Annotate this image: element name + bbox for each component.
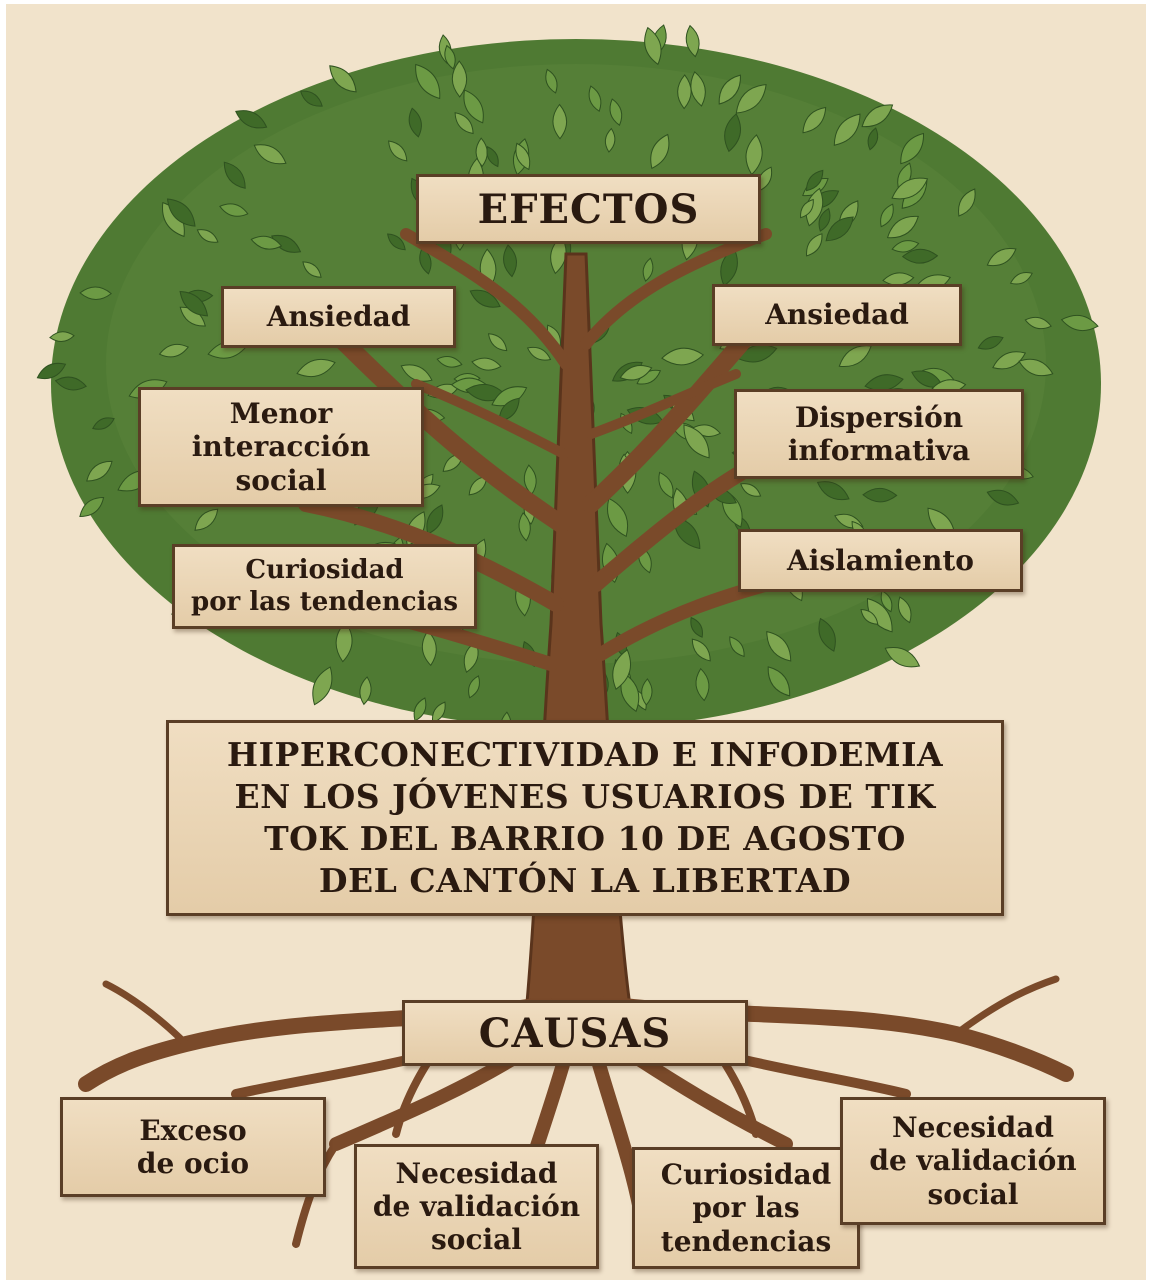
effect-box-3: Menor interacción social (138, 387, 424, 507)
cause-box-1: Exceso de ocio (60, 1097, 326, 1197)
effects-title: EFECTOS (416, 174, 761, 244)
effect-box-5: Curiosidad por las tendencias (172, 544, 477, 629)
effect-box-1: Ansiedad (221, 286, 456, 348)
effect-box-2: Ansiedad (712, 284, 962, 346)
effect-box-4: Dispersión informativa (734, 389, 1024, 479)
cause-box-4: Necesidad de validación social (840, 1097, 1106, 1225)
cause-box-3: Curiosidad por las tendencias (632, 1147, 860, 1269)
central-problem: HIPERCONECTIVIDAD E INFODEMIA EN LOS JÓV… (166, 720, 1004, 916)
causes-title: CAUSAS (402, 1000, 748, 1066)
cause-box-2: Necesidad de validación social (354, 1144, 599, 1269)
problem-tree-diagram: EFECTOS Ansiedad Ansiedad Menor interacc… (6, 4, 1146, 1280)
effect-box-6: Aislamiento (738, 529, 1023, 592)
